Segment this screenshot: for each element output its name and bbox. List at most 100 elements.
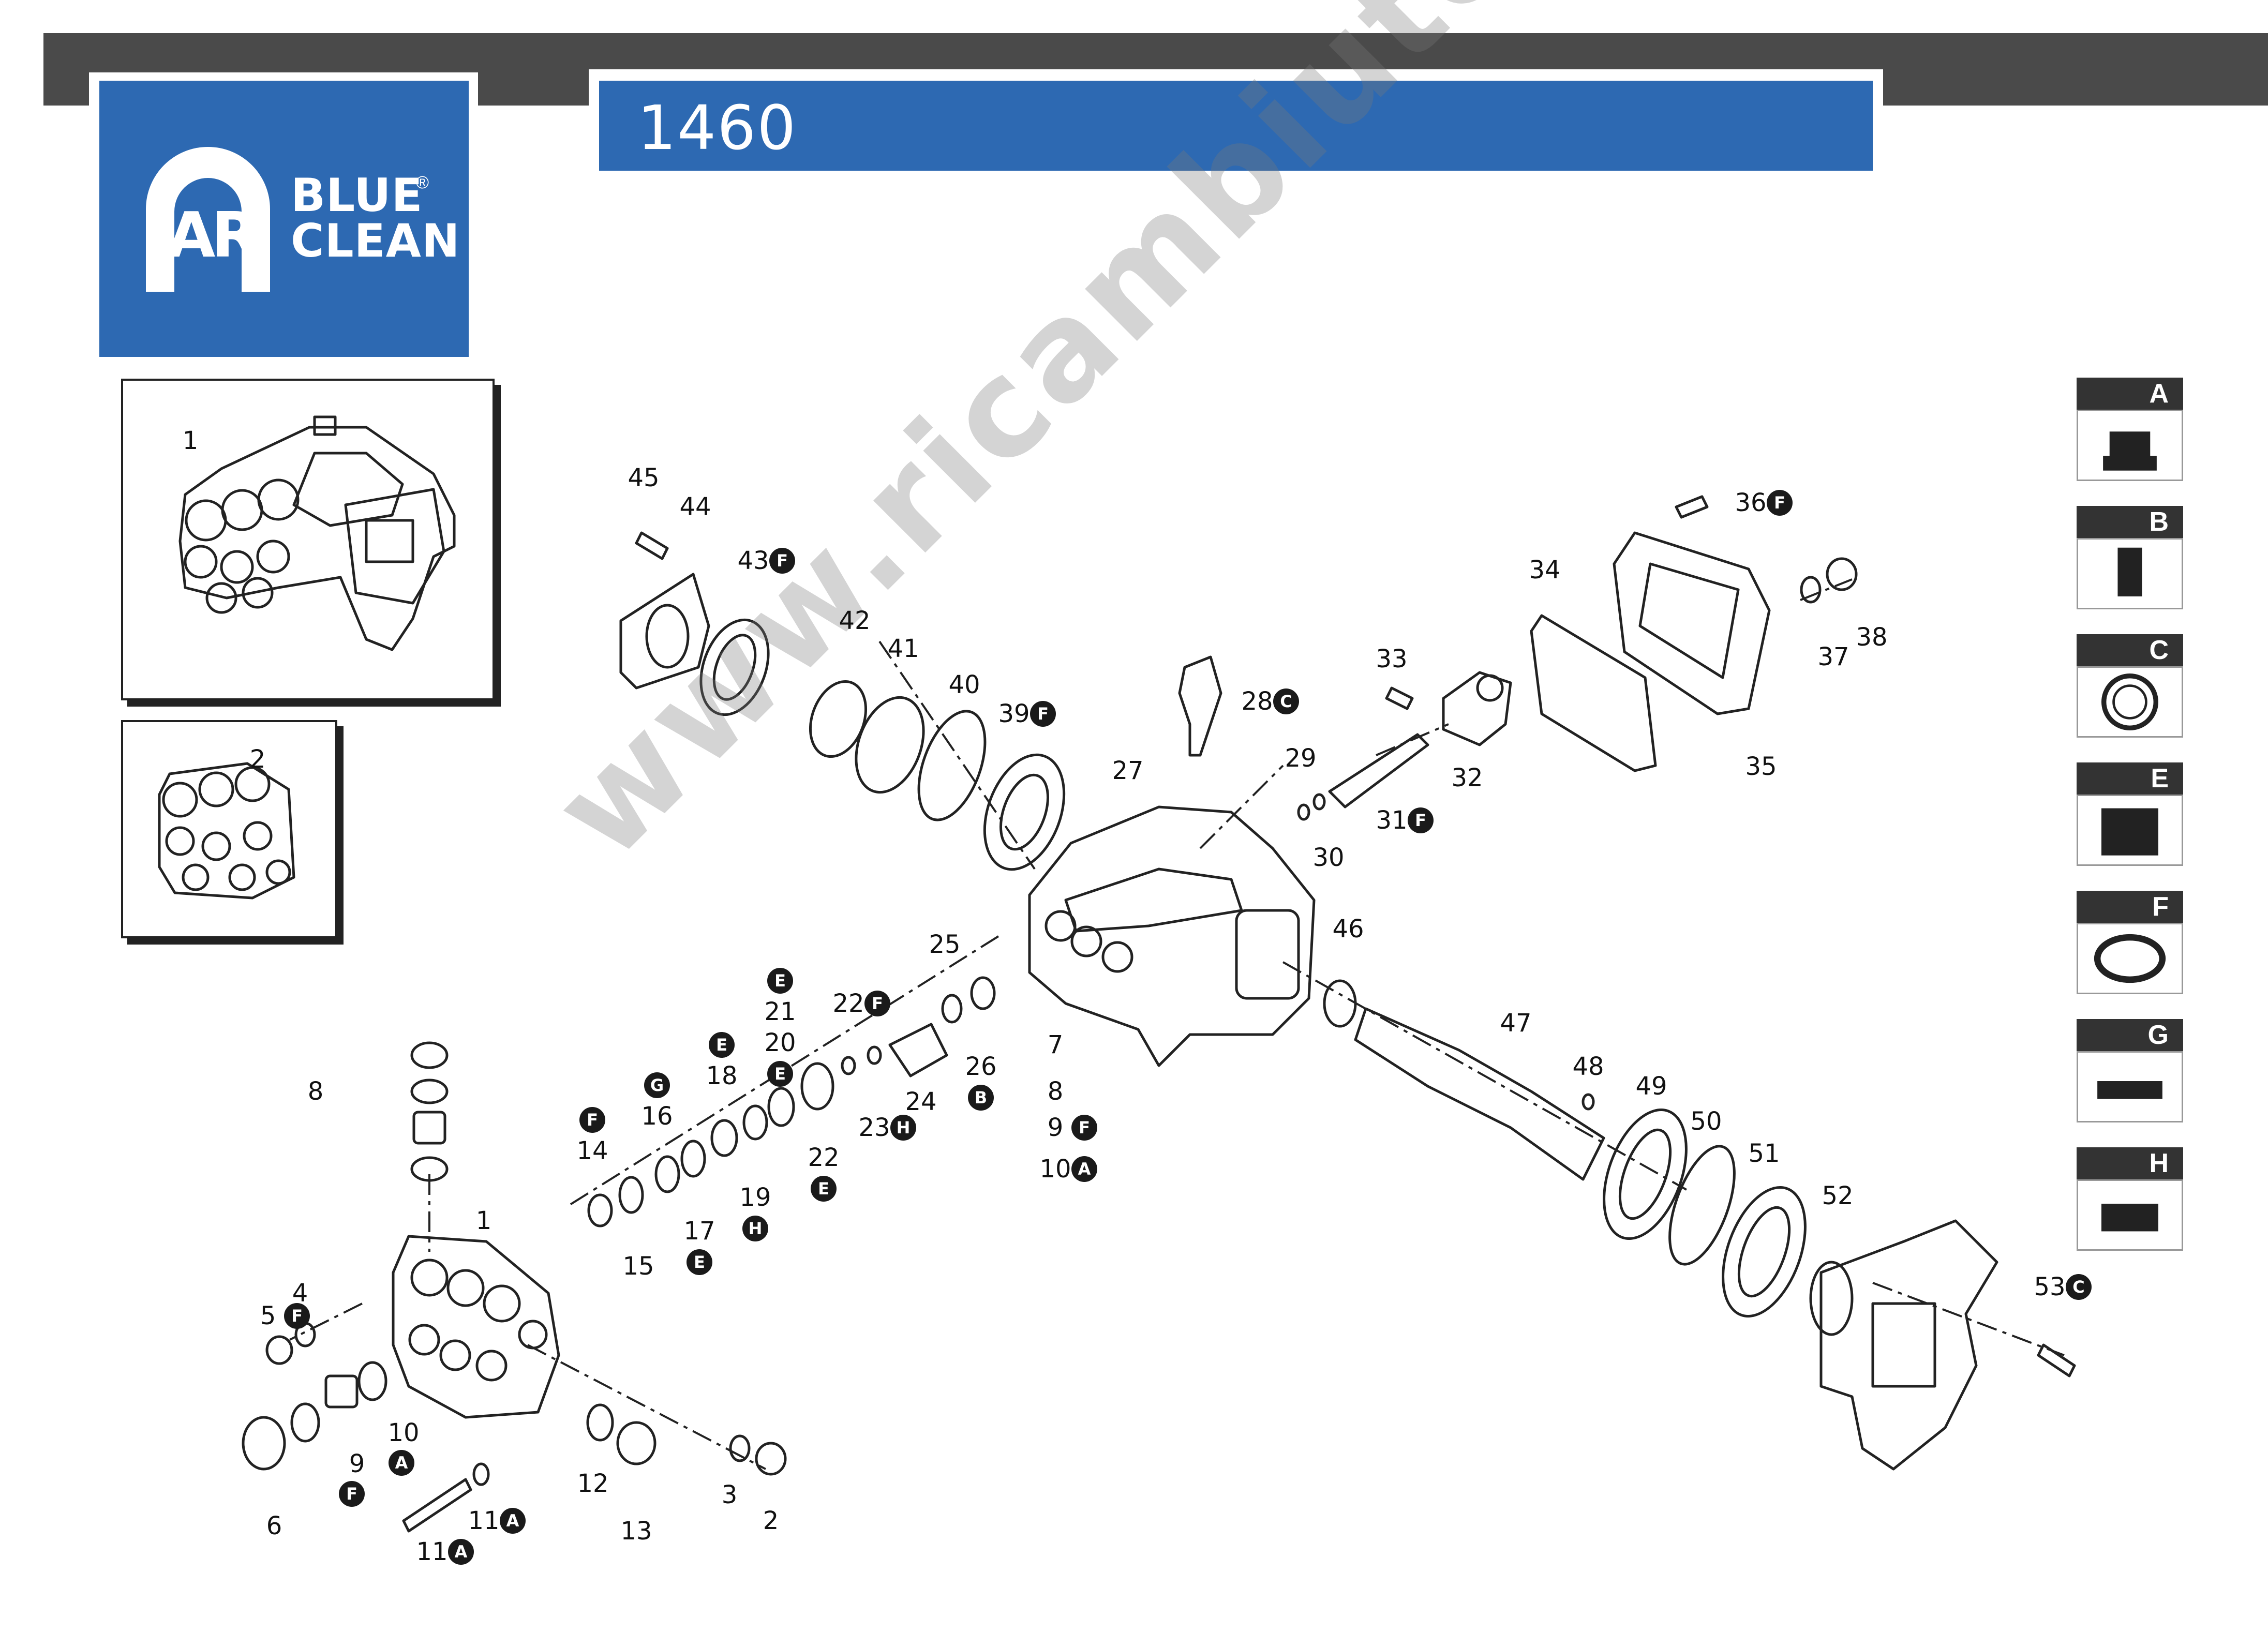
kit-code-badge: A — [1071, 1156, 1097, 1182]
kit-code-badge: A — [500, 1508, 526, 1534]
legend-code-A: A — [2077, 378, 2183, 410]
part-callout-20[interactable]: 20 — [764, 1028, 796, 1057]
part-callout-25[interactable]: 25 — [929, 930, 961, 959]
kit-code-badge: F — [579, 1107, 605, 1133]
part-callout-52[interactable]: 52 — [1822, 1181, 1854, 1210]
part-callout-34[interactable]: 34 — [1529, 556, 1561, 585]
part-callout-33[interactable]: 33 — [1376, 645, 1408, 673]
part-callout-10[interactable]: 10 — [1039, 1155, 1071, 1184]
legend-item-H[interactable] — [2077, 1179, 2183, 1251]
part-callout-19[interactable]: 19 — [739, 1183, 771, 1212]
kit-code-badge: F — [1071, 1115, 1097, 1141]
part-callout-7[interactable]: 7 — [1047, 1030, 1064, 1059]
legend-item-A[interactable] — [2077, 410, 2183, 481]
part-callout-46[interactable]: 46 — [1332, 915, 1364, 944]
part-callout-18[interactable]: 18 — [706, 1061, 738, 1090]
part-callout-27[interactable]: 27 — [1112, 756, 1144, 785]
part-callout-45[interactable]: 45 — [628, 463, 660, 492]
legend-item-F[interactable] — [2077, 923, 2183, 994]
part-callout-8[interactable]: 8 — [1047, 1077, 1064, 1106]
part-callout-8[interactable]: 8 — [307, 1077, 324, 1106]
logo-mark: AR — [167, 200, 259, 272]
part-callout-11[interactable]: 11 — [416, 1537, 448, 1566]
part-callout-2[interactable]: 2 — [763, 1506, 779, 1535]
kit-code-badge: F — [864, 991, 890, 1016]
part-callout-28[interactable]: 28 — [1241, 687, 1273, 716]
part-callout-4[interactable]: 4 — [292, 1279, 308, 1308]
part-callout-32[interactable]: 32 — [1451, 763, 1483, 792]
part-callout-35[interactable]: 35 — [1745, 752, 1777, 781]
part-callout-49[interactable]: 49 — [1635, 1072, 1667, 1101]
page-title: 1460 — [637, 92, 797, 163]
part-callout-47[interactable]: 47 — [1500, 1009, 1532, 1038]
part-callout-9[interactable]: 9 — [349, 1449, 365, 1478]
complete-pump-icon — [178, 415, 456, 651]
kit-code-badge: F — [339, 1481, 365, 1507]
part-callout-39[interactable]: 39 — [998, 699, 1030, 728]
part-callout-30[interactable]: 30 — [1312, 843, 1345, 872]
part-callout-16[interactable]: 16 — [641, 1102, 673, 1131]
part-callout-37[interactable]: 37 — [1817, 642, 1849, 671]
part-callout-23[interactable]: 23 — [858, 1113, 890, 1142]
part-callout-38[interactable]: 38 — [1856, 623, 1888, 652]
kit-code-badge: C — [1273, 688, 1299, 714]
thumbnail-complete-pump[interactable]: 1 — [121, 379, 495, 700]
part-callout-10[interactable]: 10 — [387, 1418, 420, 1447]
thumbnail-pump-head[interactable]: 2 — [121, 720, 337, 938]
part-callout-43[interactable]: 43 — [737, 546, 769, 575]
legend-item-B[interactable] — [2077, 538, 2183, 609]
part-callout-40[interactable]: 40 — [948, 670, 980, 699]
legend-item-E[interactable] — [2077, 795, 2183, 866]
kit-code-badge: H — [742, 1216, 768, 1241]
part-callout-14[interactable]: 14 — [576, 1136, 608, 1165]
part-callout-15[interactable]: 15 — [622, 1252, 654, 1281]
kit-code-badge: F — [1030, 701, 1056, 727]
kit-code-badge: B — [968, 1085, 994, 1111]
kit-code-badge: A — [448, 1539, 474, 1565]
part-callout-41[interactable]: 41 — [887, 634, 919, 663]
piston-icon — [2117, 547, 2142, 596]
part-callout-22[interactable]: 22 — [808, 1143, 840, 1172]
legend-item-G[interactable] — [2077, 1051, 2183, 1122]
part-callout-5[interactable]: 5 — [260, 1301, 276, 1330]
part-callout-1[interactable]: 1 — [475, 1206, 492, 1235]
gasket-icon — [2101, 1204, 2158, 1232]
valve-kit-icon — [2103, 431, 2157, 471]
kit-code-badge: F — [1408, 807, 1434, 833]
part-callout-53[interactable]: 53 — [2034, 1272, 2066, 1301]
kit-code-badge: E — [687, 1249, 712, 1275]
pump-head-icon — [158, 762, 295, 900]
part-callout-13[interactable]: 13 — [620, 1517, 652, 1546]
part-callout-48[interactable]: 48 — [1572, 1052, 1604, 1081]
part-callout-31[interactable]: 31 — [1376, 806, 1408, 835]
legend-code-E: E — [2077, 762, 2183, 795]
packing-kit-icon — [2101, 808, 2158, 856]
part-callout-3[interactable]: 3 — [721, 1480, 738, 1509]
part-callout-17[interactable]: 17 — [683, 1217, 715, 1246]
legend-item-C[interactable] — [2077, 666, 2183, 738]
kit-code-badge: F — [769, 548, 795, 574]
kit-code-badge: E — [709, 1032, 735, 1058]
part-callout-51[interactable]: 51 — [1748, 1139, 1780, 1168]
part-callout-42[interactable]: 42 — [839, 606, 871, 635]
part-callout-22[interactable]: 22 — [832, 989, 864, 1018]
kit-code-badge: E — [811, 1176, 837, 1202]
kit-code-badge: F — [1767, 490, 1793, 516]
part-callout-21[interactable]: 21 — [764, 997, 796, 1026]
kit-code-badge: A — [389, 1450, 414, 1476]
part-callout-36[interactable]: 36 — [1735, 488, 1767, 517]
kit-code-badge: G — [644, 1072, 670, 1098]
logo-text-blue: BLUE — [291, 169, 423, 222]
part-callout-24[interactable]: 24 — [905, 1087, 937, 1116]
part-callout-50[interactable]: 50 — [1690, 1107, 1722, 1136]
part-callout-29[interactable]: 29 — [1285, 744, 1317, 773]
part-callout-26[interactable]: 26 — [965, 1052, 997, 1081]
part-callout-44[interactable]: 44 — [679, 492, 711, 521]
part-callout-9[interactable]: 9 — [1047, 1113, 1064, 1142]
part-callout-6[interactable]: 6 — [266, 1511, 282, 1540]
legend-code-G: G — [2077, 1019, 2183, 1051]
title-bar — [599, 81, 1873, 171]
part-callout-12[interactable]: 12 — [577, 1469, 609, 1498]
part-callout-11[interactable]: 11 — [468, 1506, 500, 1535]
